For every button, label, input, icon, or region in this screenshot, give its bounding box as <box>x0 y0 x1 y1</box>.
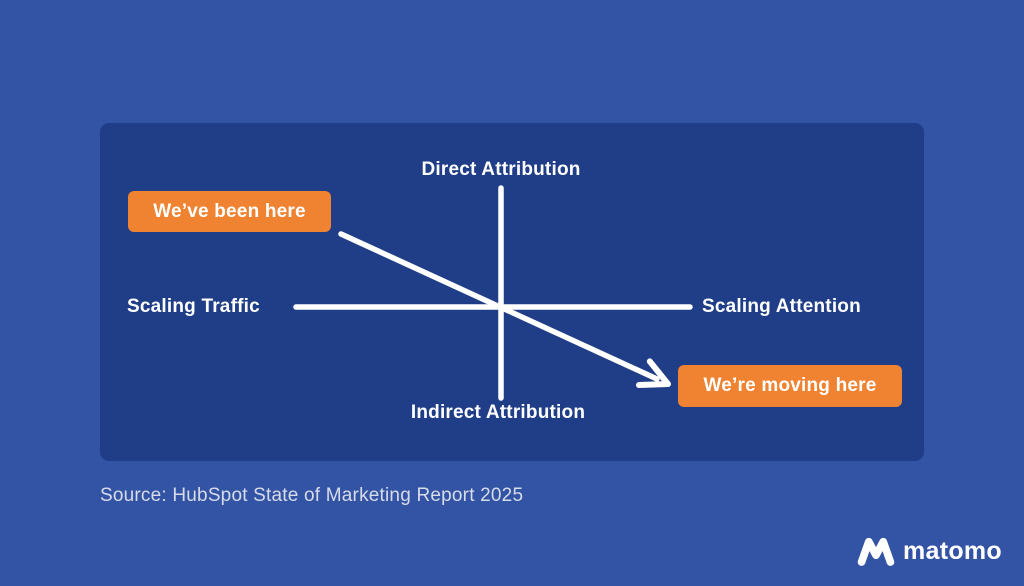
badge-weve-been-here: We’ve been here <box>128 191 331 232</box>
axis-label-indirect-attribution: Indirect Attribution <box>410 402 586 423</box>
source-caption: Source: HubSpot State of Marketing Repor… <box>100 485 524 506</box>
trend-arrow-head <box>636 358 671 388</box>
matomo-wordmark: matomo <box>902 536 1002 565</box>
matomo-m-icon <box>857 537 895 566</box>
axis-label-direct-attribution: Direct Attribution <box>421 159 581 180</box>
quadrant-panel: Direct Attribution Indirect Attribution … <box>100 123 924 461</box>
matomo-logo: matomo <box>856 534 1002 568</box>
badge-were-moving-here: We’re moving here <box>678 365 902 407</box>
axis-label-scaling-attention: Scaling Attention <box>702 296 861 317</box>
axis-label-scaling-traffic: Scaling Traffic <box>127 296 260 317</box>
quadrant-axes <box>293 185 693 401</box>
trend-arrow-shaft <box>338 231 660 382</box>
